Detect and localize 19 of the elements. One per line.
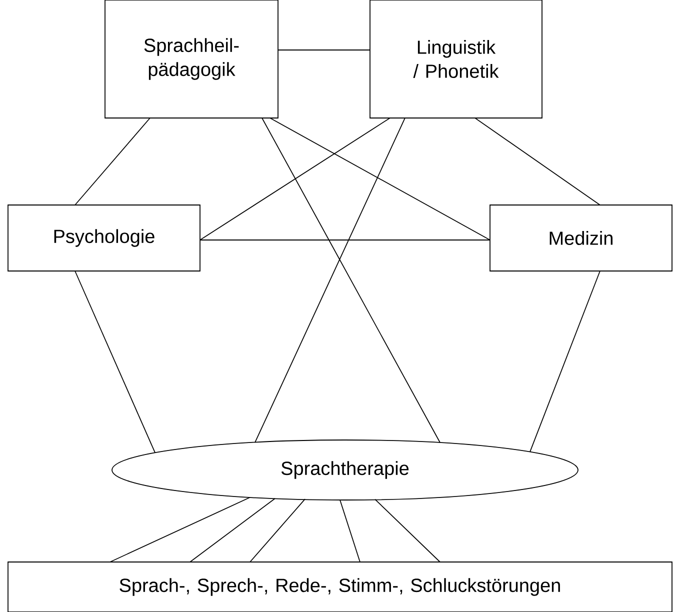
connector-line (530, 270, 600, 452)
connector-line (74, 270, 156, 454)
connector-line (254, 118, 406, 443)
text-box: Psychologie (8, 204, 200, 272)
text-box: Sprachheil- pädagogik (104, 0, 278, 118)
connector-line (270, 118, 490, 240)
connector-line (340, 500, 360, 562)
connector-line (110, 496, 250, 562)
connector-line (190, 498, 276, 562)
text-box: Medizin (490, 204, 672, 272)
text-box: Sprach-, Sprech-, Rede-, Stimm-, Schluckstörungen (8, 562, 672, 612)
connector-line (200, 118, 390, 240)
connector-line (474, 118, 600, 206)
connector-line (374, 498, 440, 562)
connector-line (250, 498, 306, 562)
ellipse-node: Sprachtherapie (112, 440, 578, 500)
text-box: Linguistik / Phonetik (370, 0, 542, 118)
connector-line (262, 118, 440, 443)
connector-line (74, 118, 150, 206)
